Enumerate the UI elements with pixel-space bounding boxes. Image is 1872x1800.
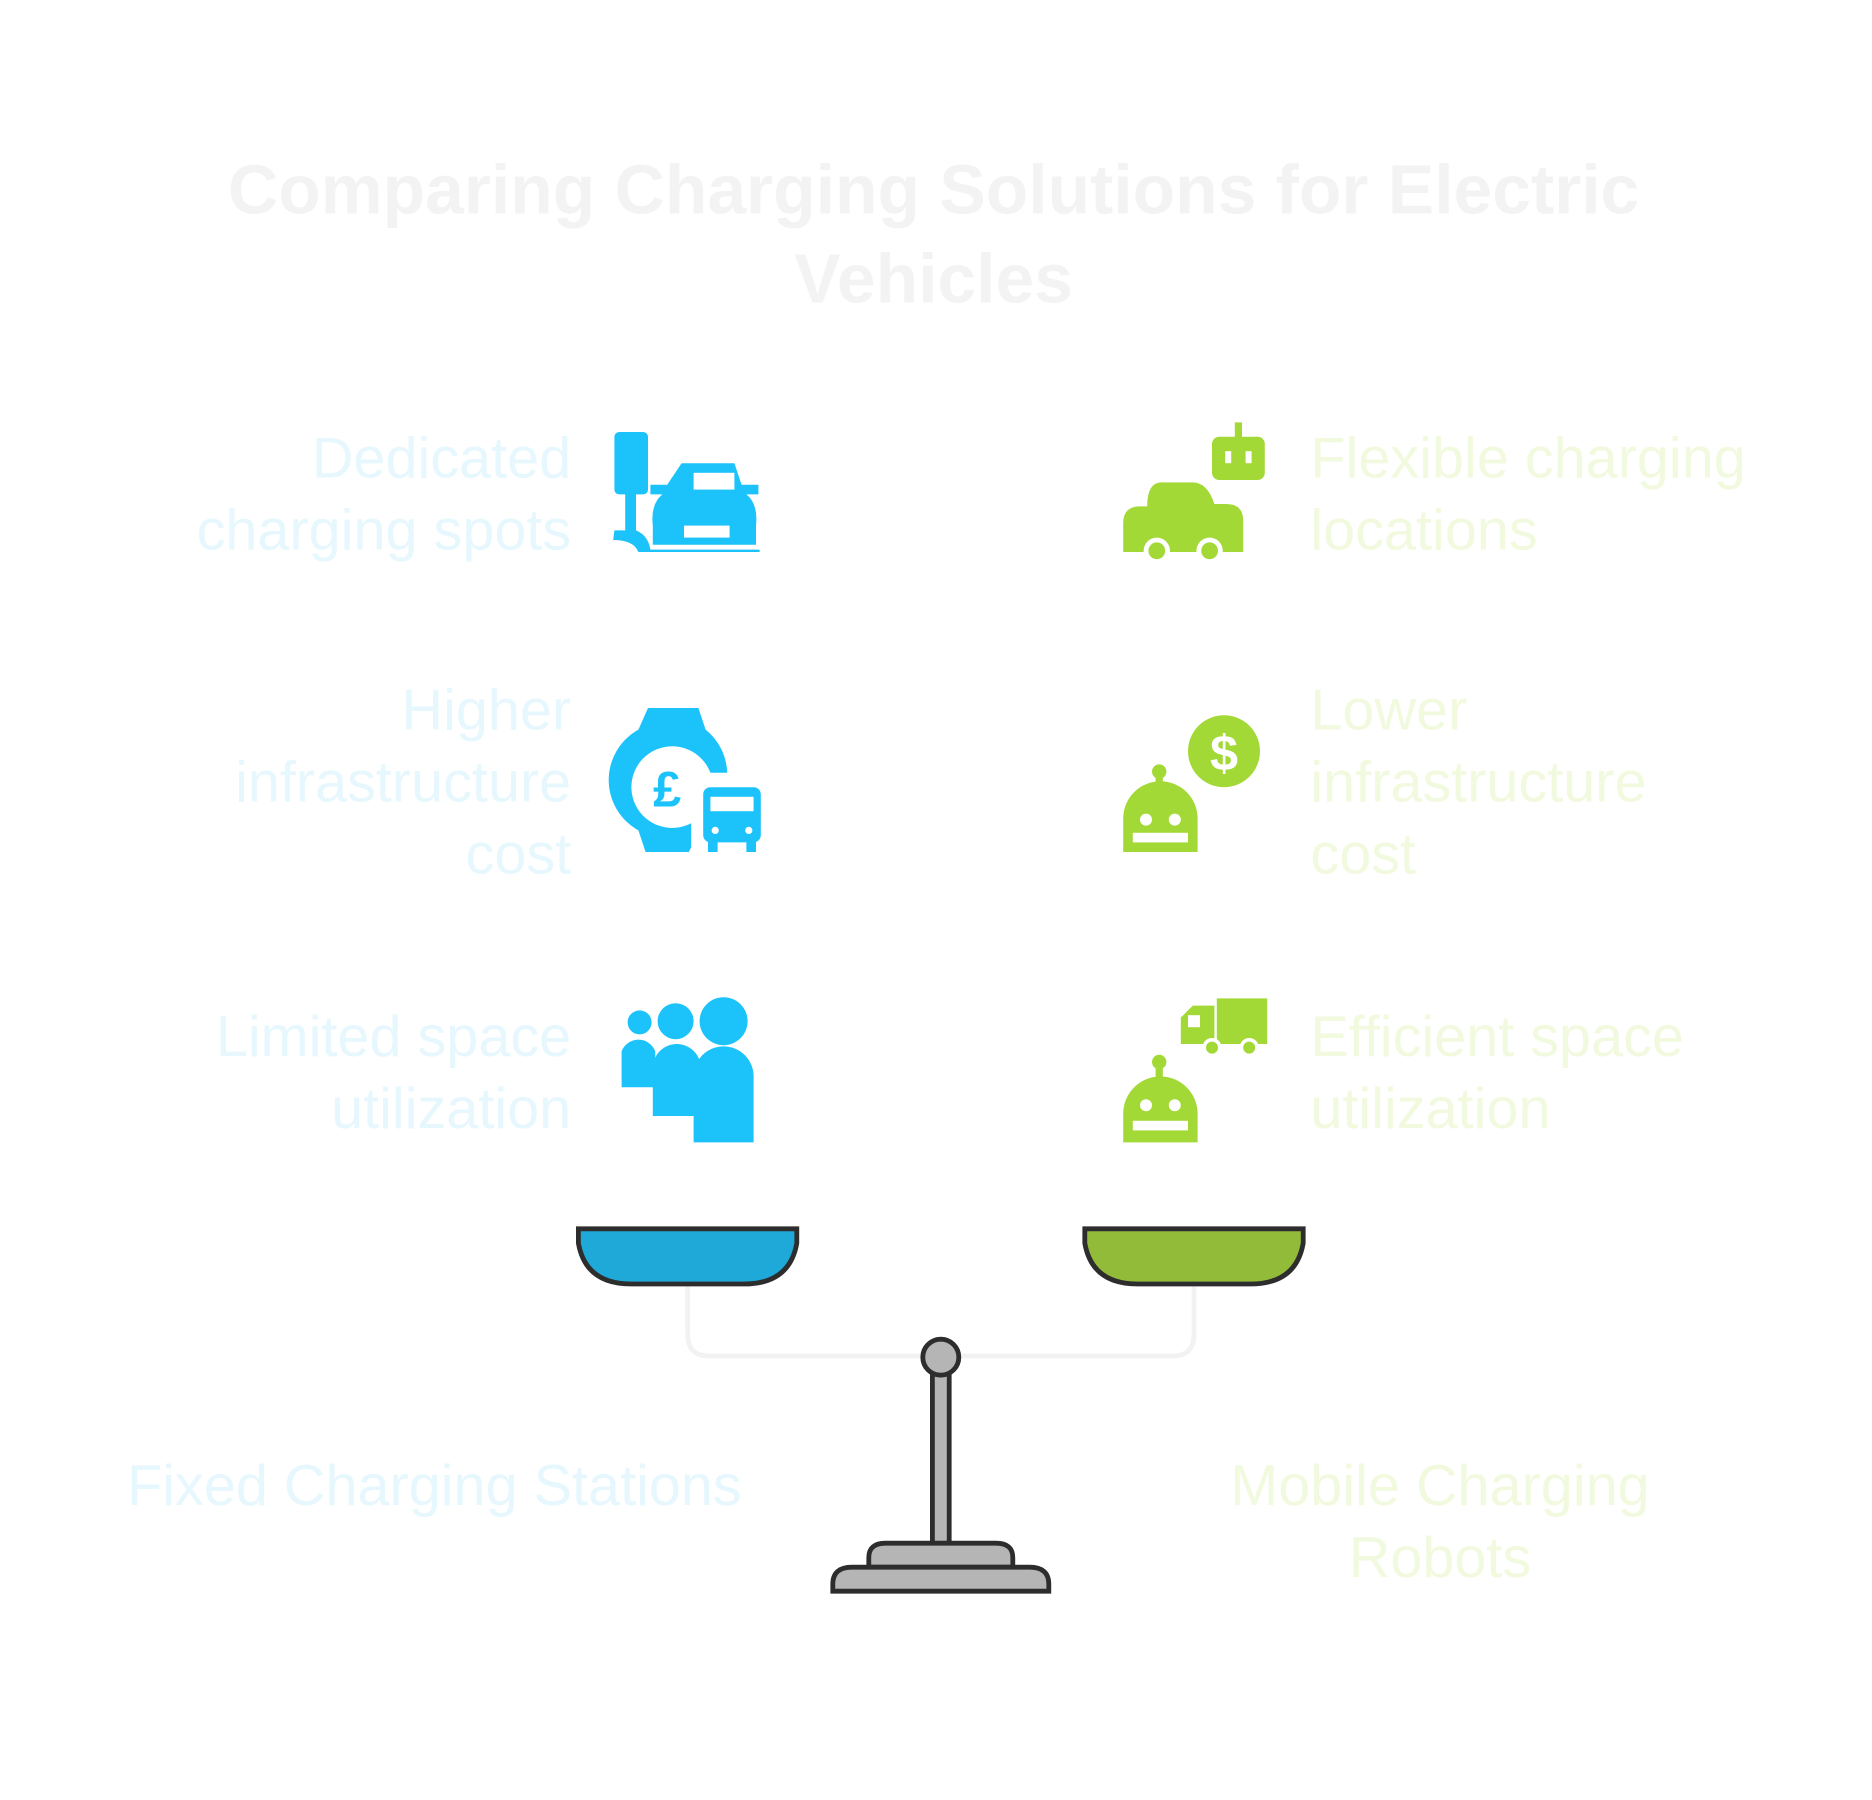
fixed-charging-label: Fixed Charging Stations <box>127 1454 742 1518</box>
left-item-3-line-1: Limited space <box>216 1005 571 1069</box>
scale-stand <box>830 1336 1052 1594</box>
robot-truck-icon <box>1123 998 1268 1143</box>
right-scale-pan <box>1082 1226 1306 1287</box>
left-item-3-line-2: utilization <box>331 1077 571 1141</box>
left-item-1-line-1: Dedicated <box>312 427 571 491</box>
left-item-2-line-2: infrastructure <box>235 751 571 815</box>
crowd-people-icon <box>621 997 754 1143</box>
right-item-3-line-2: utilization <box>1310 1077 1550 1141</box>
left-item-2-line-1: Higher <box>402 679 572 743</box>
mobile-charging-label-line-1: Mobile Charging <box>1230 1454 1649 1518</box>
right-item-3-line-1: Efficient space <box>1310 1005 1684 1069</box>
right-item-2-line-1: Lower <box>1310 679 1467 743</box>
right-item-2-line-2: infrastructure <box>1310 751 1646 815</box>
robot-car-icon <box>1123 422 1265 564</box>
title-line-2: Vehicles <box>794 239 1073 317</box>
pound-watch-bus-icon: £ <box>608 708 761 852</box>
right-item-1-line-1: Flexible charging <box>1310 427 1745 491</box>
right-item-2-line-3: cost <box>1310 823 1416 887</box>
left-item-1-line-2: charging spots <box>197 499 572 563</box>
mobile-charging-label-line-2: Robots <box>1349 1526 1531 1590</box>
svg-text:£: £ <box>653 760 681 817</box>
svg-text:$: $ <box>1210 724 1238 781</box>
left-scale-pan <box>576 1226 800 1287</box>
title-line-1: Comparing Charging Solutions for Electri… <box>228 151 1639 229</box>
right-item-1-line-2: locations <box>1310 499 1537 563</box>
robot-dollar-icon: $ <box>1123 715 1260 852</box>
charging-station-car-icon <box>613 432 760 552</box>
left-item-2-line-3: cost <box>466 823 572 887</box>
